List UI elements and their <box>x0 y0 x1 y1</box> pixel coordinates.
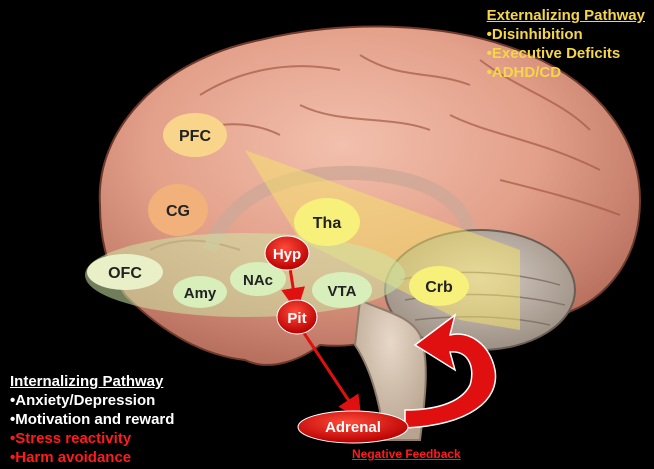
region-crb: Crb <box>409 266 469 306</box>
region-cg: CG <box>148 184 208 236</box>
region-hyp-label: Hyp <box>273 246 301 263</box>
region-ofc-label: OFC <box>108 265 142 282</box>
region-vta-label: VTA <box>328 283 357 300</box>
internalizing-item: •Motivation and reward <box>10 410 174 429</box>
externalizing-heading: Externalizing Pathway <box>487 6 645 25</box>
internalizing-panel: Internalizing Pathway •Anxiety/Depressio… <box>10 372 174 467</box>
region-crb-label: Crb <box>425 279 453 296</box>
externalizing-panel: Externalizing Pathway •Disinhibition •Ex… <box>487 6 645 82</box>
internalizing-item: •Anxiety/Depression <box>10 391 174 410</box>
region-cg-label: CG <box>166 203 190 220</box>
internalizing-item: •Harm avoidance <box>10 448 174 467</box>
region-pfc: PFC <box>163 113 227 157</box>
internalizing-item: •Stress reactivity <box>10 429 174 448</box>
region-pit-label: Pit <box>287 310 306 327</box>
region-vta: VTA <box>312 272 372 308</box>
adrenal-node: Adrenal <box>298 411 408 443</box>
externalizing-item: •Executive Deficits <box>487 44 645 63</box>
region-pfc-label: PFC <box>179 128 211 145</box>
externalizing-item: •ADHD/CD <box>487 63 645 82</box>
externalizing-item: •Disinhibition <box>487 25 645 44</box>
region-hyp: Hyp <box>265 236 309 270</box>
region-pit: Pit <box>277 300 317 334</box>
region-tha: Tha <box>294 198 360 246</box>
region-nac-label: NAc <box>243 272 273 289</box>
negative-feedback-label: Negative Feedback <box>352 447 461 461</box>
region-tha-label: Tha <box>313 215 342 232</box>
region-amy-label: Amy <box>184 285 217 302</box>
region-amy: Amy <box>173 276 227 308</box>
internalizing-heading: Internalizing Pathway <box>10 372 174 391</box>
region-ofc: OFC <box>87 254 163 290</box>
adrenal-label: Adrenal <box>325 419 381 436</box>
